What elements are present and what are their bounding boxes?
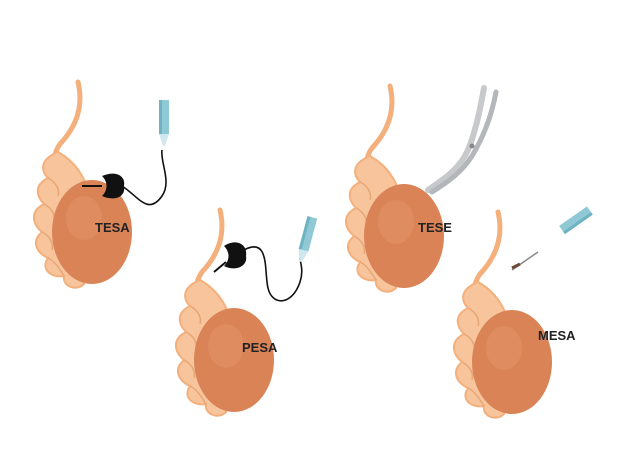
testis-illustration [454, 212, 552, 418]
testis-illustration [176, 210, 274, 416]
procedure-label-tesa: TESA [95, 220, 130, 235]
procedure-label-tese: TESE [418, 220, 452, 235]
procedure-label-pesa: PESA [242, 340, 278, 355]
needle-with-suction-icon [213, 216, 318, 302]
needle-with-suction-icon [82, 100, 169, 206]
panel-mesa: MESA [454, 206, 593, 417]
panel-pesa: PESA [176, 210, 318, 416]
needle-icon [511, 206, 593, 271]
procedure-label-mesa: MESA [538, 328, 576, 343]
panel-tesa: TESA [34, 82, 169, 288]
panel-tese: TESE [346, 85, 499, 292]
scissors-icon [404, 85, 499, 202]
